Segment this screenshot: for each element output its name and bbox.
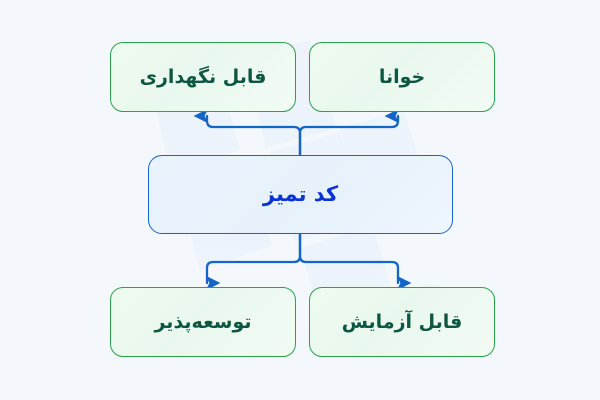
connector-clean-code-to-testable	[298, 232, 412, 291]
connector-clean-code-to-maintainable	[193, 108, 302, 157]
node-readable-label: خوانا	[378, 65, 426, 88]
connector-clean-code-to-extensible	[205, 232, 302, 291]
connector-clean-code-to-readable	[298, 108, 400, 157]
node-extensible-label: توسعه‌پذیر	[154, 310, 252, 333]
node-maintainable-label: قابل نگهداری	[139, 65, 267, 88]
node-testable[interactable]: قابل آزمایش	[309, 287, 495, 357]
node-clean-code-label: کد تمیز	[262, 181, 339, 206]
node-testable-label: قابل آزمایش	[341, 310, 463, 333]
node-extensible[interactable]: توسعه‌پذیر	[110, 287, 296, 357]
node-clean-code[interactable]: کد تمیز	[148, 155, 453, 234]
node-readable[interactable]: خوانا	[309, 42, 495, 112]
node-maintainable[interactable]: قابل نگهداری	[110, 42, 296, 112]
